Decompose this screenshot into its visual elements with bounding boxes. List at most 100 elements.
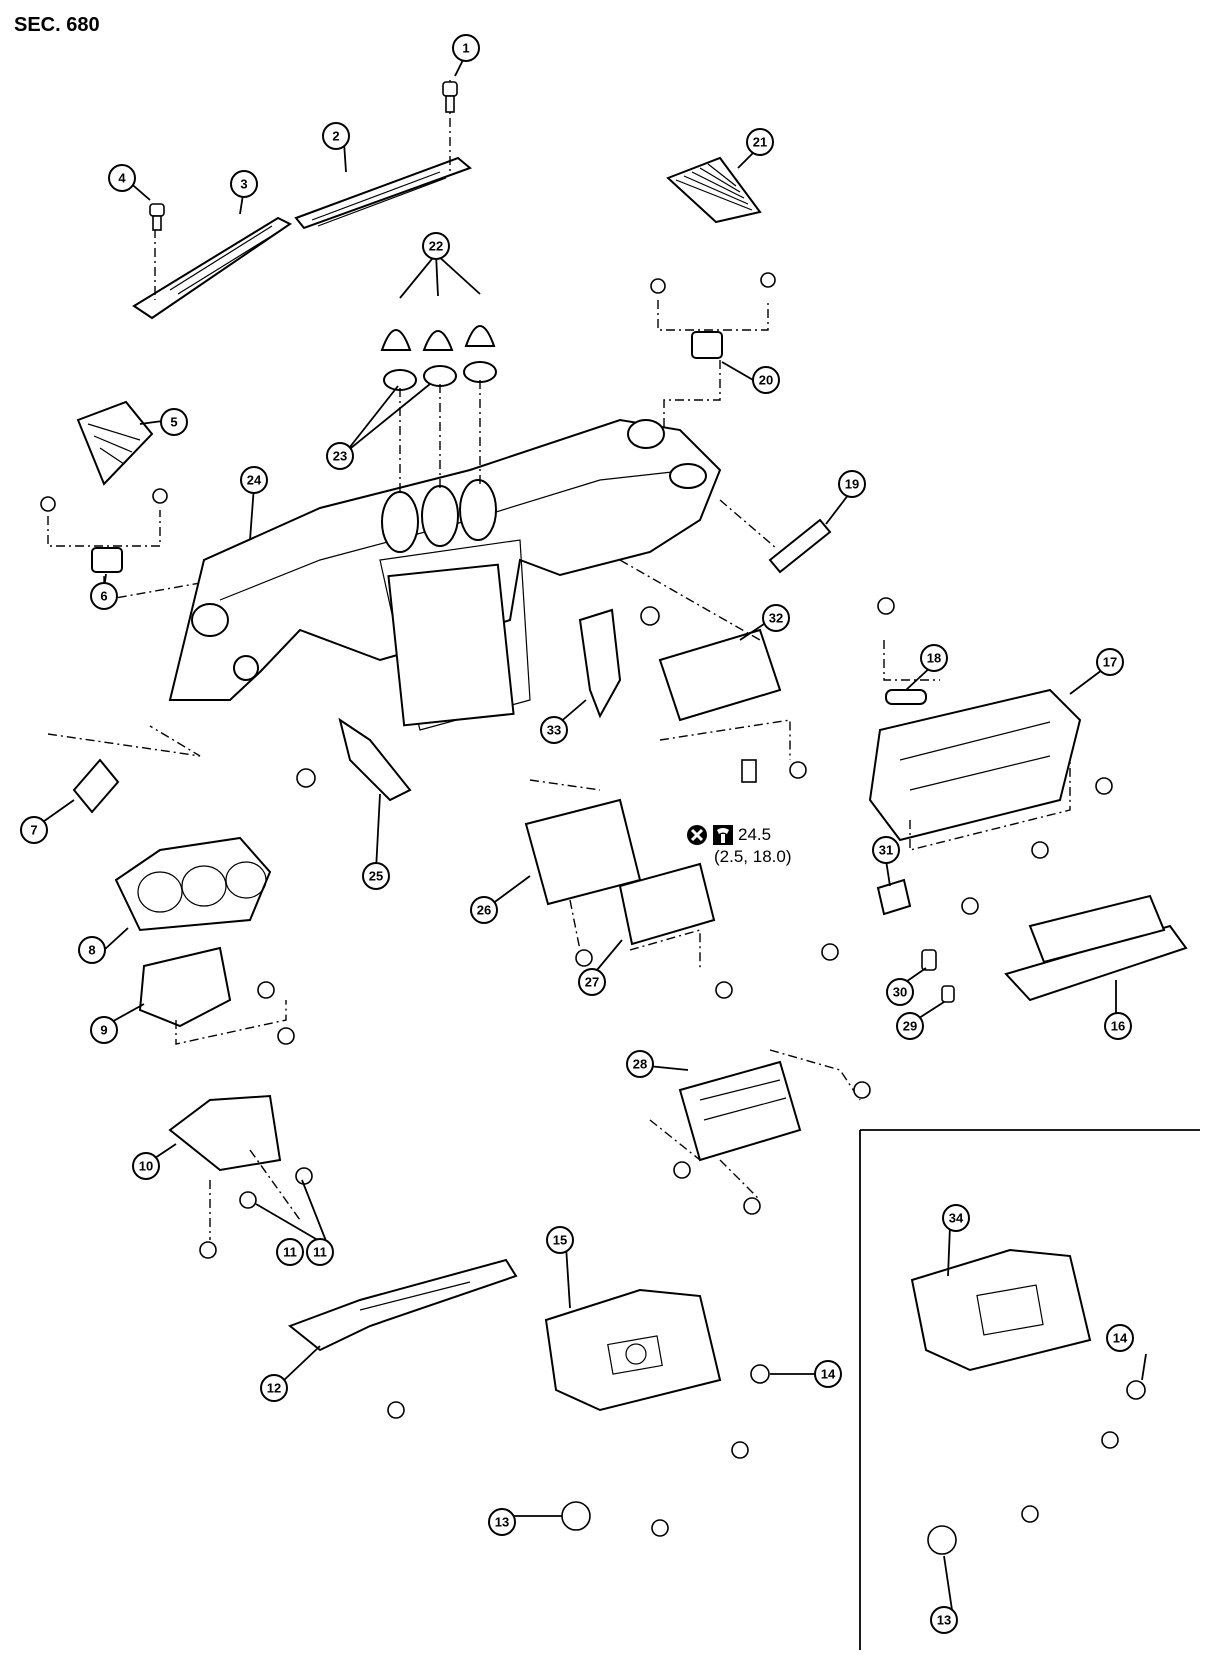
part-15-center-cluster-lid: [544, 1288, 770, 1537]
callout-number: 6: [100, 589, 107, 604]
part-8-cluster-lid: [114, 836, 272, 932]
callout-number: 29: [903, 1019, 917, 1034]
callout-20: 20: [752, 366, 780, 394]
callout-number: 13: [495, 1515, 509, 1530]
callout-number: 19: [845, 477, 859, 492]
callout-32: 32: [762, 604, 790, 632]
callout-group: 1234567891011111213131414151617181920212…: [20, 34, 1134, 1634]
callout-number: 26: [477, 903, 491, 918]
callout-28: 28: [626, 1050, 654, 1078]
callout-31: 31: [872, 836, 900, 864]
part-12-lower-cover: [287, 1258, 518, 1419]
part-33-bracket: [578, 606, 660, 719]
callout-number: 10: [139, 1159, 153, 1174]
callout-8: 8: [78, 936, 106, 964]
callout-15: 15: [546, 1226, 574, 1254]
callout-number: 22: [429, 239, 443, 254]
callout-number: 4: [118, 171, 126, 186]
callout-number: 9: [100, 1023, 107, 1038]
callout-13: 13: [930, 1606, 958, 1634]
part-2-right-defroster-grille: [294, 156, 472, 230]
callout-number: 11: [313, 1245, 327, 1260]
callout-number: 25: [369, 869, 383, 884]
part-1-clip: [442, 81, 458, 113]
callout-9: 9: [90, 1016, 118, 1044]
torque-wrench-icon: [713, 825, 733, 845]
callout-19: 19: [838, 470, 866, 498]
callout-33: 33: [540, 716, 568, 744]
callout-26: 26: [470, 896, 498, 924]
torque-sub-value: (2.5, 18.0): [714, 847, 792, 866]
callout-number: 24: [247, 473, 262, 488]
callout-number: 34: [949, 1211, 964, 1226]
callout-1: 1: [452, 34, 480, 62]
part-9-column-upper-cover: [138, 946, 295, 1045]
callout-2: 2: [322, 122, 350, 150]
callout-number: 28: [633, 1057, 647, 1072]
part-29-clip: [941, 985, 955, 1003]
callout-number: 33: [547, 723, 561, 738]
callout-number: 15: [553, 1233, 567, 1248]
part-30-clip: [921, 949, 937, 971]
part-7-lower-trim: [47, 725, 201, 814]
part-25-knee-bracket: [296, 717, 412, 802]
callout-number: 20: [759, 373, 773, 388]
inset-frame: [859, 1129, 1200, 1650]
callout-number: 21: [753, 135, 767, 150]
callout-17: 17: [1096, 648, 1124, 676]
callout-14: 14: [1106, 1324, 1134, 1352]
part-19-side-trim: [719, 499, 832, 574]
callout-16: 16: [1104, 1012, 1132, 1040]
callout-number: 16: [1111, 1019, 1125, 1034]
leader-lines: [39, 53, 1147, 1611]
callout-number: 12: [267, 1381, 281, 1396]
part-16-glovebox-lid: [1004, 894, 1188, 1002]
callout-number: 1: [462, 41, 469, 56]
part-31-switch: [821, 878, 912, 961]
callout-5: 5: [160, 408, 188, 436]
callout-number: 23: [333, 449, 347, 464]
callout-number: 13: [937, 1613, 951, 1628]
callout-24: 24: [240, 466, 268, 494]
callout-number: 7: [30, 823, 37, 838]
callout-22: 22: [422, 232, 450, 260]
torque-value: 24.5: [738, 825, 772, 844]
callout-34: 34: [942, 1204, 970, 1232]
torque-spec: 24.5 (2.5, 18.0): [686, 824, 792, 868]
part-4-clip: [149, 203, 165, 231]
callout-number: 30: [893, 985, 907, 1000]
callout-23: 23: [326, 442, 354, 470]
callout-6: 6: [90, 582, 118, 610]
callout-number: 17: [1103, 655, 1117, 670]
callout-number: 14: [1113, 1331, 1128, 1346]
callout-29: 29: [896, 1012, 924, 1040]
callout-18: 18: [920, 644, 948, 672]
callout-27: 27: [578, 968, 606, 996]
callout-12: 12: [260, 1374, 288, 1402]
part-26-audio-bracket: [524, 779, 642, 967]
part-6-side-vent: [40, 488, 207, 601]
callout-7: 7: [20, 816, 48, 844]
callout-11: 11: [306, 1238, 334, 1266]
part-22-gauge-hoods: [380, 325, 496, 351]
instrument-panel-main: [168, 418, 722, 731]
callout-number: 5: [170, 415, 177, 430]
callout-4: 4: [108, 164, 136, 192]
callout-number: 11: [283, 1245, 297, 1260]
callout-14: 14: [814, 1360, 842, 1388]
callout-30: 30: [886, 978, 914, 1006]
callout-number: 8: [88, 943, 95, 958]
callout-21: 21: [746, 128, 774, 156]
callout-number: 31: [879, 843, 893, 858]
part-3-left-defroster-grille: [132, 216, 292, 320]
callout-number: 14: [821, 1367, 836, 1382]
part-5-side-vent-grille: [76, 400, 154, 486]
part-28-audio-control-panel: [649, 1049, 871, 1215]
part-34-center-cluster-lid-alt: [910, 1248, 1146, 1555]
part-32-airbag-module: [619, 559, 807, 783]
part-17-glovebox-frame: [868, 597, 1113, 915]
part-20-side-vent: [650, 272, 776, 430]
callout-number: 32: [769, 611, 783, 626]
part-10-column-lower-cover: [168, 1094, 313, 1259]
